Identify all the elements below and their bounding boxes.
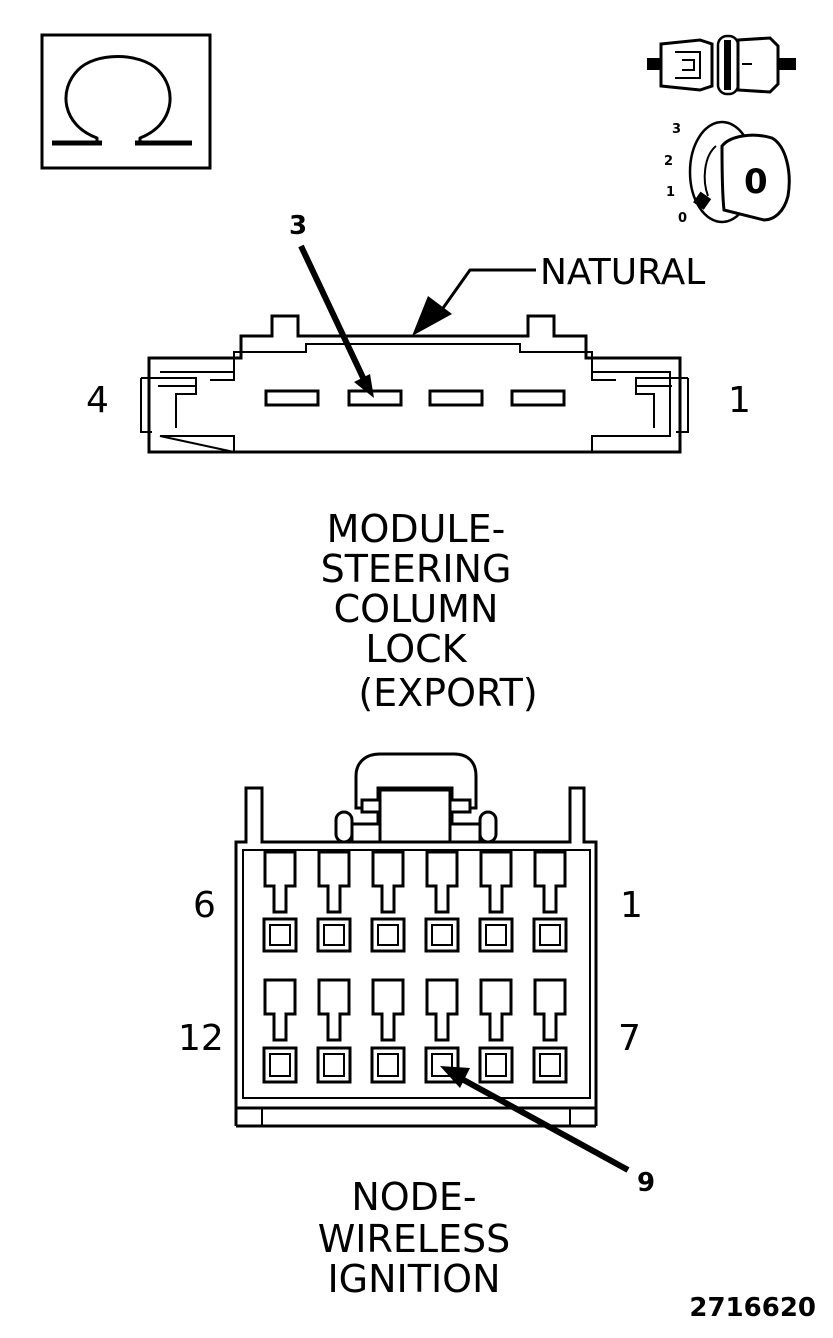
terminal-pin — [424, 850, 460, 953]
wireless-ignition-connector — [234, 752, 598, 1128]
pin-3-callout: 3 — [289, 211, 307, 241]
terminal-pin — [478, 850, 514, 953]
terminal-pin — [370, 978, 406, 1084]
connector-disconnect-icon — [647, 34, 796, 96]
ignition-position-2: 2 — [664, 154, 673, 169]
title-line-4: LOCK — [365, 627, 467, 671]
pin-3-leader-line — [298, 244, 369, 386]
natural-leader-line — [434, 268, 536, 319]
ignition-position-0: 0 — [678, 211, 687, 226]
left-pin-label: 4 — [86, 380, 109, 421]
pin-cavity-1 — [510, 389, 566, 407]
steering-lock-connector — [140, 314, 689, 454]
title-line-2: WIRELESS — [318, 1217, 511, 1261]
steering-lock-title: MODULE- STEERING COLUMN LOCK (EXPORT) — [321, 507, 538, 715]
terminal-pin — [316, 850, 352, 953]
title-line-3: COLUMN — [334, 587, 499, 631]
ignition-key-label: 0 — [744, 162, 768, 202]
title-line-1: NODE- — [351, 1175, 476, 1219]
ignition-key-icon: 3 2 1 0 0 — [664, 120, 791, 226]
right-pin-label: 1 — [728, 380, 751, 421]
terminal-pin — [262, 850, 298, 953]
terminal-pin — [316, 978, 352, 1084]
wireless-ignition-callouts: 6 1 12 7 9 — [178, 885, 655, 1198]
row-2-left-pin-label: 12 — [178, 1018, 224, 1059]
wireless-ignition-title: NODE- WIRELESS IGNITION — [318, 1175, 511, 1301]
title-line-2: STEERING — [321, 547, 512, 591]
ignition-position-3: 3 — [672, 122, 681, 137]
pin-9-callout: 9 — [637, 1168, 655, 1198]
terminal-pin — [532, 978, 568, 1084]
pin-9-leader-line — [458, 1075, 630, 1173]
title-line-1: MODULE- — [327, 507, 506, 551]
pin-cavity-2 — [428, 389, 484, 407]
row-1-right-pin-label: 1 — [620, 885, 643, 926]
ohm-symbol-icon — [40, 33, 212, 170]
terminal-pin — [478, 978, 514, 1084]
ignition-position-1: 1 — [666, 185, 675, 200]
terminal-pin — [370, 850, 406, 953]
title-line-5: (EXPORT) — [358, 671, 537, 715]
row-1-left-pin-label: 6 — [193, 885, 216, 926]
color-label: NATURAL — [540, 252, 705, 293]
terminal-pin — [262, 978, 298, 1084]
steering-lock-callouts: 3 NATURAL 4 1 — [86, 211, 751, 421]
figure-number: 2716620 — [689, 1293, 816, 1323]
terminal-row-2 — [262, 978, 568, 1084]
pin-cavity-4 — [264, 389, 320, 407]
row-2-right-pin-label: 7 — [618, 1018, 641, 1059]
terminal-row-1 — [262, 850, 568, 953]
title-line-3: IGNITION — [327, 1257, 500, 1301]
pin-cavity-3 — [347, 389, 403, 407]
terminal-pin — [532, 850, 568, 953]
